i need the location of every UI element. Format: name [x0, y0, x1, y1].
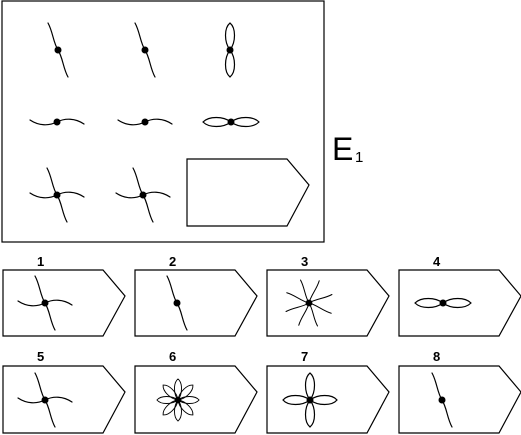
option-3[interactable]	[266, 269, 390, 337]
option-label-2: 2	[169, 254, 176, 269]
cell-r1-c2	[134, 22, 156, 78]
option-label-4: 4	[433, 254, 441, 269]
cell-r3-c1	[29, 167, 85, 223]
missing-cell-frame	[186, 158, 310, 227]
option-label-6: 6	[169, 349, 176, 364]
cell-r2-c2	[117, 118, 173, 126]
puzzle-title-number: 1	[355, 149, 363, 166]
option-4[interactable]	[398, 269, 521, 337]
option-2[interactable]	[134, 269, 258, 337]
cell-r1-c3	[224, 22, 236, 78]
option-8[interactable]	[398, 365, 521, 434]
option-label-7: 7	[301, 349, 308, 364]
option-label-3: 3	[301, 254, 308, 269]
puzzle-title-letter: E	[332, 131, 353, 167]
option-5[interactable]	[2, 365, 126, 434]
option-label-8: 8	[433, 349, 440, 364]
cell-r3-c2	[115, 167, 171, 223]
option-label-5: 5	[37, 349, 44, 364]
cell-r2-c1	[29, 118, 85, 126]
option-label-1: 1	[37, 254, 44, 269]
cell-r1-c1	[47, 22, 69, 78]
option-7[interactable]	[266, 365, 390, 434]
cell-r2-c3	[202, 116, 260, 128]
option-1[interactable]	[2, 269, 126, 337]
option-6[interactable]	[134, 365, 258, 434]
